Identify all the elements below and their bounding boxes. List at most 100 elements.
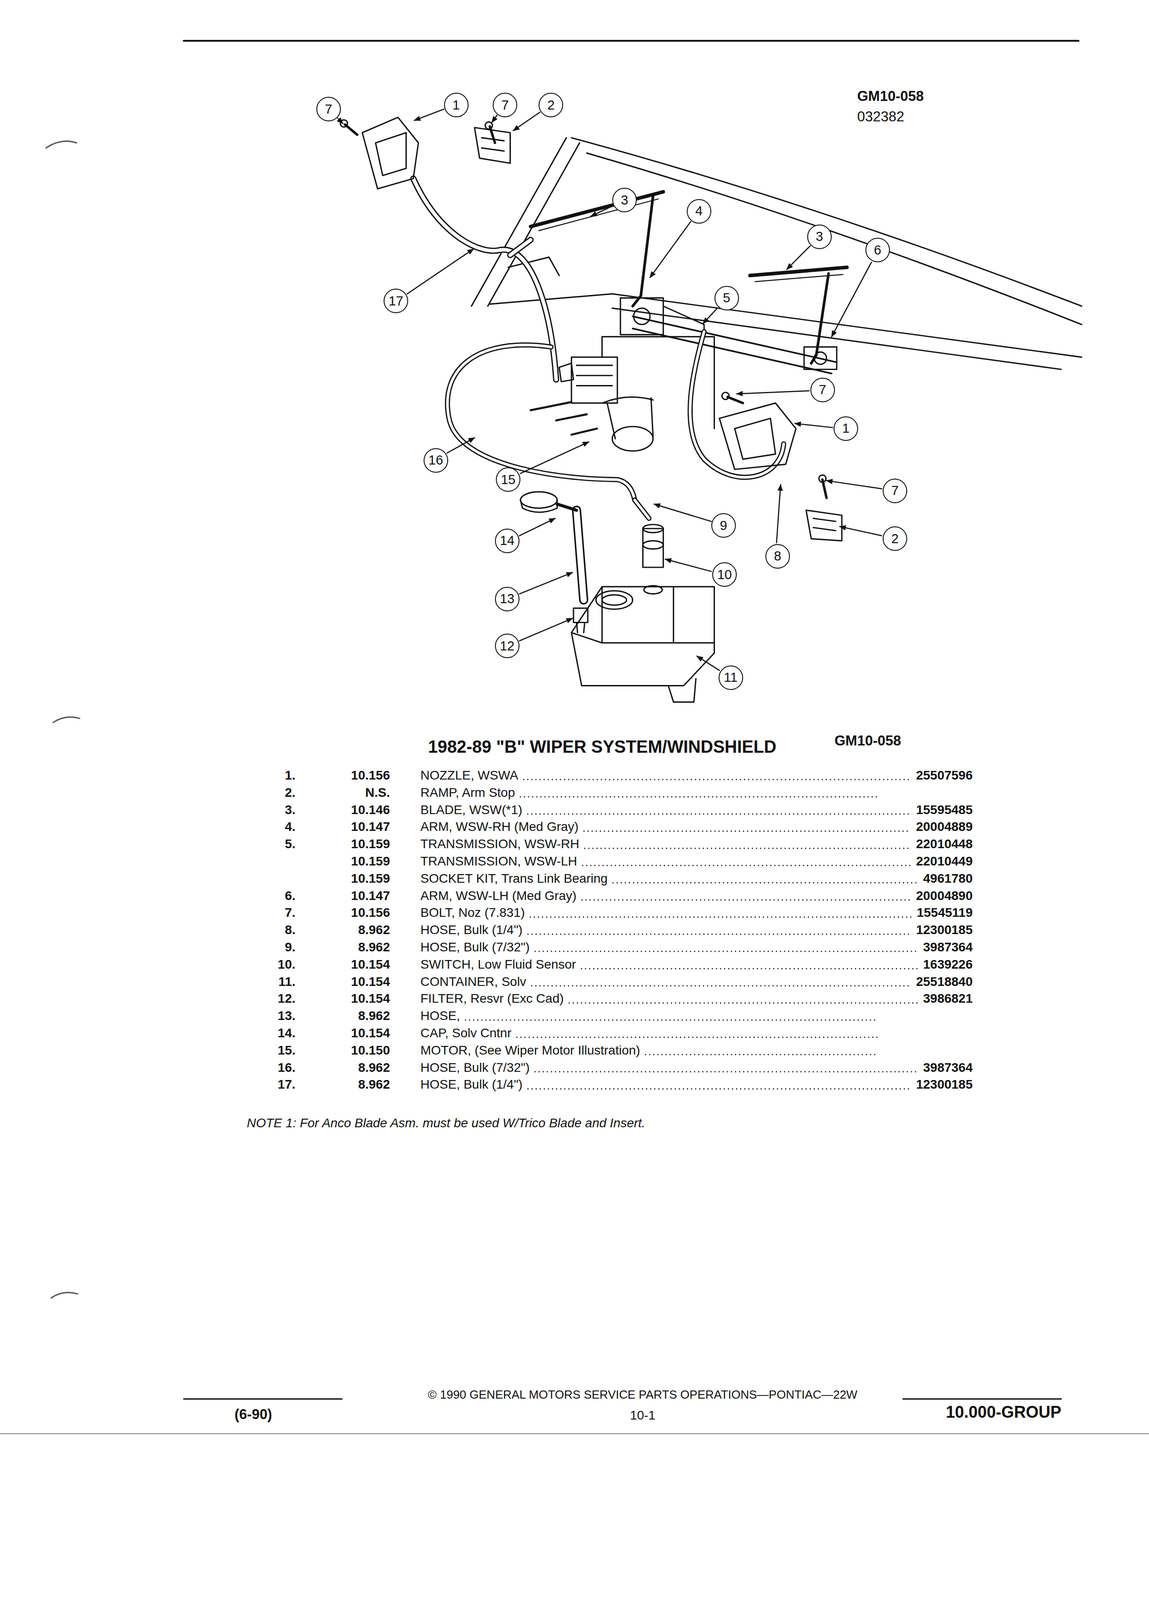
row-number: 8. — [284, 922, 296, 938]
wiper-blade-insert — [754, 274, 843, 282]
dot-leader — [534, 950, 918, 953]
part-number: 22010449 — [915, 854, 973, 869]
motor-bolt — [571, 428, 597, 435]
group-number: 10.159 — [350, 871, 390, 886]
leader-line — [649, 221, 691, 278]
callout-number: 17 — [388, 294, 404, 308]
hose — [447, 344, 635, 500]
row-number: 12. — [277, 991, 296, 1006]
wiper-blade-insert — [538, 199, 659, 231]
motor-bolt — [556, 414, 587, 420]
figure-code: GM10-058 — [857, 88, 924, 105]
part-description: HOSE, Bulk (1/4") — [420, 922, 523, 938]
cowl-line — [489, 294, 1082, 358]
callout-circle: 7 — [492, 92, 518, 118]
row-number: 16. — [277, 1060, 296, 1075]
wiper-arm — [811, 273, 829, 364]
group-number: 10.147 — [350, 819, 390, 835]
container-opening — [602, 594, 627, 605]
leader-line — [337, 118, 343, 124]
part-number: 25518840 — [915, 974, 973, 990]
page-number: 10-1 — [629, 1408, 656, 1423]
part-number: 25507596 — [915, 768, 973, 783]
callout-circle: 6 — [865, 237, 890, 263]
washer-nozzle — [362, 117, 419, 189]
leader-line — [794, 423, 833, 428]
dot-leader — [527, 813, 911, 815]
part-number: 3987364 — [923, 1060, 973, 1075]
callout-circle: 2 — [538, 92, 564, 118]
row-number: 10. — [277, 957, 296, 972]
callout-number: 3 — [815, 229, 824, 244]
part-number: 12300185 — [915, 922, 973, 938]
footnote: NOTE 1: For Anco Blade Asm. must be used… — [246, 1115, 646, 1131]
row-number: 2. — [284, 785, 296, 800]
group-number: 8.962 — [358, 1077, 390, 1092]
figure-date: 032382 — [857, 108, 905, 125]
dot-leader — [584, 847, 911, 850]
callout-number: 6 — [874, 243, 882, 257]
dot-leader — [528, 933, 911, 935]
callout-circle: 7 — [316, 96, 341, 122]
leader-line — [736, 390, 810, 395]
leader-line — [590, 205, 613, 216]
leader-line — [519, 618, 573, 641]
dot-leader — [516, 1036, 878, 1039]
group-number: 10.154 — [350, 991, 390, 1006]
part-description: TRANSMISSION, WSW-LH — [420, 854, 578, 869]
fluid-switch — [642, 540, 664, 550]
copyright-line: © 1990 GENERAL MOTORS SERVICE PARTS OPER… — [428, 1388, 858, 1402]
dot-leader — [569, 1002, 918, 1004]
solvent-container — [571, 586, 715, 686]
part-description: BLADE, WSW(*1) — [420, 802, 523, 818]
part-description: ARM, WSW-RH (Med Gray) — [420, 819, 579, 835]
row-number: 14. — [277, 1025, 296, 1041]
group-number: N.S. — [365, 785, 390, 800]
leader-line — [519, 518, 556, 536]
wiper-blade — [749, 267, 847, 276]
callout-circle: 7 — [882, 478, 908, 504]
row-number: 9. — [284, 939, 296, 955]
leader-line — [491, 115, 497, 123]
leader-line — [654, 504, 712, 522]
group-code: 10.000-GROUP — [945, 1402, 1062, 1422]
leader-line — [519, 572, 573, 594]
leader-line — [826, 480, 882, 489]
callout-number: 7 — [891, 484, 899, 498]
wiper-arm — [632, 195, 654, 306]
hose — [634, 499, 649, 519]
leader-line — [839, 526, 882, 536]
nozzle-bolt — [485, 121, 493, 130]
group-number: 10.154 — [350, 1025, 390, 1041]
leader-line — [786, 245, 811, 270]
dot-leader — [465, 1019, 878, 1021]
part-number: 3987364 — [923, 939, 973, 955]
dot-leader — [534, 1070, 918, 1073]
transmission-pivot — [804, 346, 837, 370]
callout-circle: 10 — [712, 562, 737, 587]
callout-number: 16 — [428, 453, 444, 467]
motor-bolt — [530, 401, 572, 410]
part-number: 22010448 — [915, 836, 973, 852]
callout-circle: 7 — [810, 377, 835, 403]
washer-nozzle — [375, 132, 406, 176]
part-number: 1639226 — [923, 957, 973, 972]
part-description: HOSE, — [420, 1008, 460, 1024]
part-description: BOLT, Noz (7.831) — [420, 905, 525, 920]
callout-number: 7 — [324, 102, 333, 116]
hose-core — [634, 499, 649, 519]
callout-circle: 3 — [612, 187, 637, 213]
callout-circle: 9 — [711, 513, 736, 538]
dot-leader — [581, 899, 911, 901]
callout-circle: 3 — [807, 224, 832, 250]
part-description: HOSE, Bulk (7/32") — [420, 939, 530, 955]
arm-stop-ramp — [813, 518, 836, 531]
callout-number: 15 — [500, 473, 516, 487]
callout-circle: 16 — [423, 448, 449, 473]
fluid-switch — [642, 528, 664, 568]
callout-circle: 12 — [494, 633, 520, 659]
callout-number: 2 — [891, 532, 899, 546]
group-number: 10.147 — [350, 888, 390, 904]
